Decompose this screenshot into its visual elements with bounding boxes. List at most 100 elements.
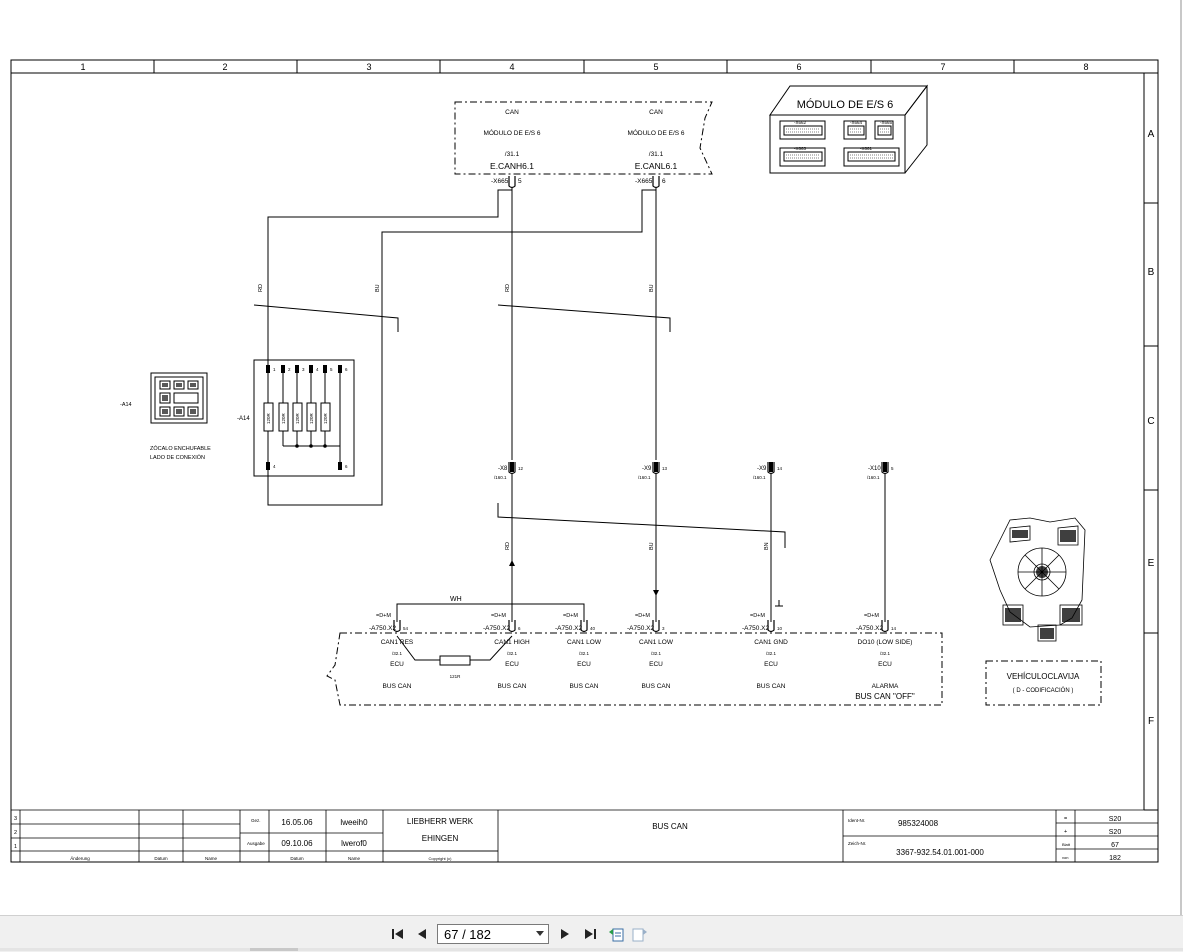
previous-view-icon[interactable] [606, 924, 626, 944]
blatt-value: 67 [1111, 842, 1119, 849]
ecu-label: ECU [577, 661, 591, 668]
last-page-icon[interactable] [580, 924, 600, 944]
column-label: 8 [1083, 62, 1088, 72]
company-name: LIEBHERR WERK [407, 817, 474, 826]
drawing-number: 3367-932.54.01.001-000 [896, 848, 984, 857]
col-name: Name [205, 856, 218, 861]
ausgabe-name: lwerof0 [341, 839, 367, 848]
a14-pin: 2 [288, 367, 291, 372]
column-label: 4 [509, 62, 514, 72]
row-label: E [1148, 558, 1155, 569]
ecu-alarm-label: ALARMA [872, 683, 899, 690]
wire-label-bu: BU [649, 542, 655, 550]
ecu-ref: /32.1 [579, 651, 590, 656]
datum-label: Datum [290, 856, 304, 861]
eq-value: S20 [1109, 816, 1122, 823]
first-page-icon[interactable] [388, 924, 408, 944]
ecu-signal: CAN1 HIGH [494, 639, 530, 646]
x-connector-ref: /160.1 [753, 475, 766, 480]
ecu-label: ECU [390, 661, 404, 668]
sheet-edge [1180, 0, 1182, 915]
ecu-conn: -A750.X2 [742, 625, 769, 632]
ecu-pin: 40 [590, 626, 596, 631]
a14-caption: LADO DE CONEXIÓN [150, 454, 205, 461]
ecu-conn: -A750.X2 [483, 625, 510, 632]
row-label: A [1148, 129, 1155, 140]
module-right-name: MÓDULO DE E/S 6 [627, 128, 684, 137]
ecu-pin: 54 [403, 626, 409, 631]
x-connector-pin: 12 [518, 466, 524, 471]
ecu-dm: =D+M [635, 613, 650, 619]
von-value: 182 [1109, 855, 1121, 862]
ecu-dm: =D+M [864, 613, 879, 619]
plus-value: S20 [1109, 829, 1122, 836]
schematic-drawing: 1 2 3 4 5 6 7 8 A B C E F CAN MÓDULO DE … [10, 59, 1159, 863]
page-number-display: 67 / 182 [444, 926, 491, 942]
ecu-bus-off-label: BUS CAN "OFF" [855, 692, 915, 701]
blatt-label: Blatt [1062, 842, 1071, 847]
module-box-conn: -X662 [794, 120, 807, 125]
gez-label: Gez. [251, 818, 261, 823]
a14-block-label: -A14 [237, 416, 250, 422]
module-box-conn: -X663 [794, 146, 807, 151]
ident-number: 985324008 [898, 819, 939, 828]
module-right-conn: -X665 [635, 178, 653, 185]
ecu-resistor-value: 121R [450, 674, 462, 679]
a14-pin: 1 [273, 367, 276, 372]
a14-resistor-value: 120R [266, 412, 271, 424]
page-number-select[interactable]: 67 / 182 [437, 924, 549, 944]
x-connector: -X9 [642, 466, 652, 472]
a14-resistor-value: 120R [309, 412, 314, 424]
wire-label-bu: BU [375, 284, 381, 292]
module-left-ref: /31.1 [505, 151, 520, 158]
ecu-label: ECU [505, 661, 519, 668]
revision-number: 3 [14, 816, 17, 822]
row-label: C [1147, 416, 1154, 427]
ecu-pin: 10 [777, 626, 783, 631]
eq-label: = [1064, 816, 1067, 822]
ecu-bus-label: BUS CAN [498, 683, 527, 690]
ecu-pin: 3 [662, 626, 665, 631]
schematic-sheet: 1 2 3 4 5 6 7 8 A B C E F CAN MÓDULO DE … [10, 59, 1159, 863]
module-right-ref: /31.1 [649, 151, 664, 158]
a14-pin: 3 [302, 367, 305, 372]
horizontal-scrollbar[interactable] [0, 948, 1183, 951]
ecu-bus-label: BUS CAN [383, 683, 412, 690]
ecu-bus-label: BUS CAN [570, 683, 599, 690]
a14-pin: 4 [273, 464, 276, 469]
gez-date: 16.05.06 [281, 818, 313, 827]
a14-pin: 6 [345, 464, 348, 469]
ecu-ref: /32.1 [651, 651, 662, 656]
scrollbar-thumb[interactable] [250, 948, 298, 951]
drawing-title: BUS CAN [652, 822, 688, 831]
previous-page-icon[interactable] [413, 924, 431, 944]
column-label: 6 [796, 62, 801, 72]
ecu-label: ECU [764, 661, 778, 668]
next-view-icon[interactable] [630, 924, 650, 944]
module-left-signal: E.CANH6.1 [490, 161, 534, 171]
viewer-toolbar: 67 / 182 [0, 915, 1183, 952]
module-box-conn: -X664 [850, 120, 863, 125]
ecu-bus-label: BUS CAN [757, 683, 786, 690]
module-right-can: CAN [649, 109, 663, 116]
ecu-conn: -A750.X2 [627, 625, 654, 632]
a14-resistor-value: 120R [323, 412, 328, 424]
ausgabe-label: Ausgabe [247, 841, 265, 846]
x-connector: -X8 [498, 466, 508, 472]
wire-label-wh: WH [450, 596, 462, 603]
next-page-icon[interactable] [556, 924, 574, 944]
column-label: 5 [653, 62, 658, 72]
revision-number: 2 [14, 830, 17, 836]
column-label: 3 [366, 62, 371, 72]
a14-pin: 5 [330, 367, 333, 372]
module-box-title: MÓDULO DE E/S 6 [797, 98, 894, 111]
x-connector-pin: 5 [891, 466, 894, 471]
ecu-signal: CAN1 LOW [639, 639, 674, 646]
vehicle-plug-title: VEHÍCULOCLAVIJA [1007, 672, 1080, 681]
a14-resistor-value: 120R [295, 412, 300, 424]
ecu-label: ECU [878, 661, 892, 668]
wire-label-rd: RD [505, 284, 511, 292]
module-left-can: CAN [505, 109, 519, 116]
module-box-conn: -X665 [880, 120, 893, 125]
ecu-conn: -A750.X2 [369, 625, 396, 632]
